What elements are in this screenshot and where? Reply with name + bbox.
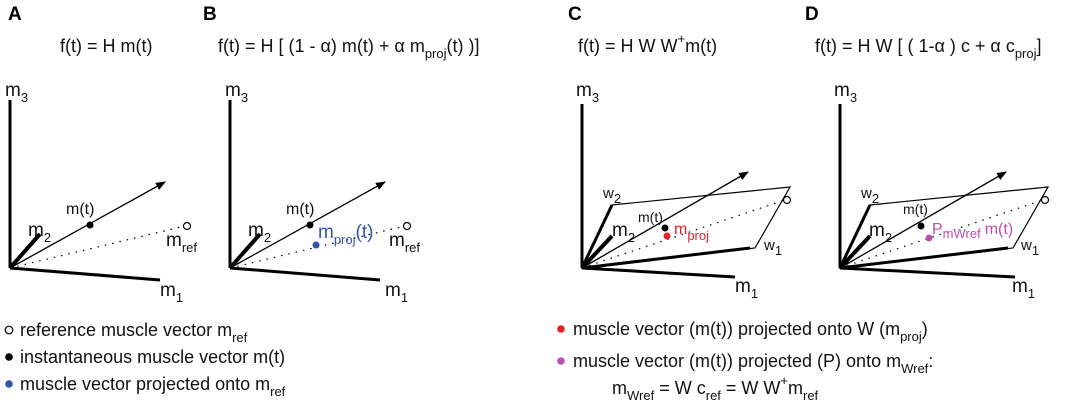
instantaneous-point-b [306, 221, 314, 229]
blue-dot-icon [5, 380, 13, 388]
equation-d: f(t) = H W [ ( 1-α ) c + α cproj] [815, 36, 1042, 61]
legend-item-projected-ref: muscle vector projected onto mref [5, 374, 286, 399]
projected-point-c [663, 232, 671, 240]
panel-a: A f(t) = H m(t) m3 m1 m2 m(t) mref [5, 4, 197, 305]
axes-a [8, 100, 161, 282]
axis-m1-d: m1 [1012, 276, 1035, 301]
projected-point-d [925, 234, 933, 242]
axis-m1-c: m1 [735, 276, 758, 301]
w2-vector-c [580, 204, 614, 269]
muscle-vector-c [581, 171, 749, 269]
label-mproj-b: mproj(t) [318, 222, 373, 247]
axis-m2-c: m2 [612, 220, 635, 245]
legend-item-reference: reference muscle vector mref [4, 320, 248, 345]
axis-m3-b: m3 [225, 80, 248, 105]
panel-letter-c: C [568, 4, 582, 25]
instantaneous-point-c [661, 224, 669, 232]
muscle-vector-d [839, 171, 1007, 269]
label-w1-c: w1 [763, 237, 782, 258]
reference-point-a [182, 221, 192, 231]
reference-point-b [402, 221, 412, 231]
axis-m2-b: m2 [248, 220, 271, 245]
legend-item-instantaneous: instantaneous muscle vector m(t) [5, 347, 285, 367]
legend-item-projected-w: muscle vector (m(t)) projected onto W (m… [557, 319, 928, 344]
w1-vector-c [581, 246, 751, 270]
axis-m3-c: m3 [576, 80, 599, 105]
svg-text:instantaneous muscle vector m(: instantaneous muscle vector m(t) [20, 347, 285, 367]
axes-c [580, 104, 736, 279]
w2-vector-d [838, 204, 872, 269]
projected-point-b [312, 241, 320, 249]
legend-formula: mWref = W cref = W W+mref [612, 373, 819, 403]
reference-point-d [1040, 195, 1050, 205]
panel-letter-d: D [805, 4, 819, 25]
axes-d [838, 104, 1016, 279]
label-mref-a: mref [166, 230, 197, 255]
svg-text:muscle vector (m(t)) projected: muscle vector (m(t)) projected (P) onto … [573, 351, 933, 376]
label-mt-c: m(t) [638, 209, 663, 225]
panel-d: D f(t) = H W [ ( 1-α ) c + α cproj] m3 m… [805, 4, 1050, 301]
panel-letter-a: A [8, 4, 22, 25]
axis-m1-b: m1 [385, 280, 408, 305]
label-mt-a: m(t) [66, 201, 94, 218]
equation-a: f(t) = H m(t) [60, 36, 153, 56]
axis-m2-a: m2 [28, 220, 51, 245]
reference-point-c [782, 195, 792, 205]
red-dot-icon [557, 325, 565, 333]
panel-b: B f(t) = H [ (1 - α) m(t) + α mproj(t) )… [203, 4, 480, 305]
svg-text:reference muscle vector mref: reference muscle vector mref [20, 320, 248, 345]
legend-item-projected-mwref: muscle vector (m(t)) projected (P) onto … [557, 351, 933, 376]
label-mref-b: mref [389, 230, 420, 255]
label-mt-b: m(t) [286, 201, 314, 218]
panel-c: C f(t) = H W W+m(t) m3 m1 m2 w2 w1 m(t) … [568, 4, 792, 301]
label-mproj-c: mproj [674, 221, 709, 243]
svg-text:muscle vector projected onto: muscle vector projected onto mref [20, 374, 286, 399]
label-w2-c: w2 [602, 185, 621, 206]
open-circle-icon [4, 325, 14, 335]
axis-m1-a: m1 [160, 280, 183, 305]
label-mt-d: m(t) [903, 201, 928, 217]
magenta-dot-icon [557, 357, 565, 365]
label-w2-d: w2 [860, 185, 879, 206]
axis-m3-d: m3 [834, 80, 857, 105]
equation-b: f(t) = H [ (1 - α) m(t) + α mproj(t) )] [218, 36, 480, 61]
equation-c: f(t) = H W W+m(t) [578, 31, 717, 56]
panel-letter-b: B [203, 4, 217, 25]
legend-left: reference muscle vector mref instantaneo… [4, 320, 286, 399]
instantaneous-point-d [917, 222, 925, 230]
black-dot-icon [5, 353, 13, 361]
legend-right: muscle vector (m(t)) projected onto W (m… [557, 319, 933, 403]
label-w1-d: w1 [1020, 237, 1039, 258]
axis-m2-d: m2 [869, 220, 892, 245]
axis-m3-a: m3 [5, 80, 28, 105]
instantaneous-point-a [86, 221, 94, 229]
axes-b [228, 100, 381, 282]
w1-vector-d [839, 246, 1009, 270]
svg-text:muscle vector (m(t)) projected: muscle vector (m(t)) projected onto W (m… [573, 319, 928, 344]
